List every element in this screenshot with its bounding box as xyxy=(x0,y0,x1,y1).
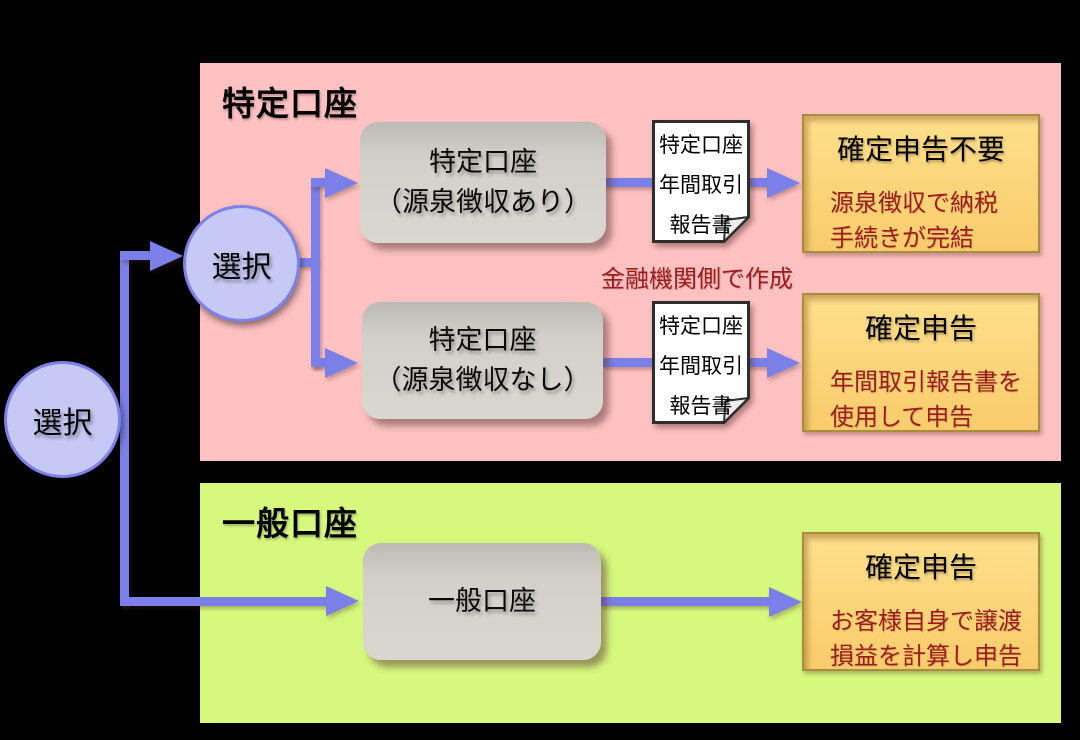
outcome-description: 年間取引報告書を 使用して申告 xyxy=(830,365,1038,435)
arrow-segment-branch-vertical xyxy=(311,178,320,367)
node-label-line: （源泉徴収なし） xyxy=(374,364,591,396)
branch-select-label: 選択 xyxy=(211,249,272,285)
arrowhead-row1-to-outcome xyxy=(767,168,800,198)
node-label-line: 特定口座 xyxy=(428,324,537,356)
outcome-description: 源泉徴収で納税 手続きが完結 xyxy=(830,186,1038,256)
document-label-line: 特定口座 xyxy=(659,133,743,157)
arrow-segment-branch-top xyxy=(311,178,325,187)
outcome-tax-return-specified: 確定申告 年間取引報告書を 使用して申告 xyxy=(802,293,1040,432)
document-label: 特定口座 年間取引 報告書 xyxy=(652,301,750,426)
arrow-segment-main-vertical xyxy=(120,251,129,606)
document-page-icon xyxy=(652,301,750,424)
annual-report-doc-1: 特定口座 年間取引 報告書 xyxy=(652,120,750,243)
specified-account-panel-title: 特定口座 xyxy=(222,84,358,123)
start-select-circle: 選択 xyxy=(4,361,121,478)
outcome-description-line: 源泉徴収で納税 xyxy=(830,189,998,217)
document-label-line: 特定口座 xyxy=(659,314,743,338)
arrow-segment-branch-connector xyxy=(297,258,317,267)
arrowhead-row3-to-outcome xyxy=(769,587,802,617)
outcome-title: 確定申告 xyxy=(864,551,977,584)
outcome-description: お客様自身で譲渡 損益を計算し申告 xyxy=(830,604,1038,674)
document-label-line: 報告書 xyxy=(669,213,733,237)
outcome-description-line: お客様自身で譲渡 xyxy=(830,607,1022,635)
node-label-line: 一般口座 xyxy=(428,585,536,617)
arrow-segment-to-general-node xyxy=(120,597,328,606)
arrowhead-to-branch-circle xyxy=(150,241,183,271)
document-label-line: 年間取引 xyxy=(659,173,743,197)
general-account-panel-title: 一般口座 xyxy=(222,504,358,543)
outcome-description-line: 使用して申告 xyxy=(830,403,974,431)
arrow-segment-branch-bottom xyxy=(311,358,325,367)
outcome-tax-return-general: 確定申告 お客様自身で譲渡 損益を計算し申告 xyxy=(802,532,1040,671)
node-specified-with-withholding: 特定口座 （源泉徴収あり） xyxy=(360,122,606,243)
outcome-description-line: 手続きが完結 xyxy=(830,224,974,252)
outcome-title: 確定申告 xyxy=(864,312,977,345)
document-page-icon xyxy=(652,120,750,243)
node-label-line: 特定口座 xyxy=(429,146,537,178)
arrowhead-to-general-node xyxy=(326,586,359,616)
arrow-segment-to-branch-circle xyxy=(120,251,152,260)
document-label-line: 年間取引 xyxy=(659,354,743,378)
arrowhead-to-with-withholding-node xyxy=(325,168,358,198)
arrowhead-row2-to-outcome xyxy=(767,348,800,378)
outcome-title: 確定申告不要 xyxy=(836,133,1005,166)
arrow-segment-row3-to-outcome xyxy=(600,597,770,606)
node-label-line: （源泉徴収あり） xyxy=(375,186,591,218)
document-label: 特定口座 年間取引 報告書 xyxy=(652,120,750,245)
created-by-institution-note: 金融機関側で作成 xyxy=(601,265,793,293)
outcome-description-line: 損益を計算し申告 xyxy=(830,642,1022,670)
document-label-line: 報告書 xyxy=(669,394,733,418)
node-general-account: 一般口座 xyxy=(363,543,601,660)
arrowhead-to-without-withholding-node xyxy=(325,348,358,378)
outcome-no-tax-return: 確定申告不要 源泉徴収で納税 手続きが完結 xyxy=(802,114,1040,253)
outcome-description-line: 年間取引報告書を xyxy=(830,368,1022,396)
node-specified-without-withholding: 特定口座 （源泉徴収なし） xyxy=(362,302,603,419)
start-select-label: 選択 xyxy=(32,405,93,441)
annual-report-doc-2: 特定口座 年間取引 報告書 xyxy=(652,301,750,424)
branch-select-circle: 選択 xyxy=(183,205,300,322)
